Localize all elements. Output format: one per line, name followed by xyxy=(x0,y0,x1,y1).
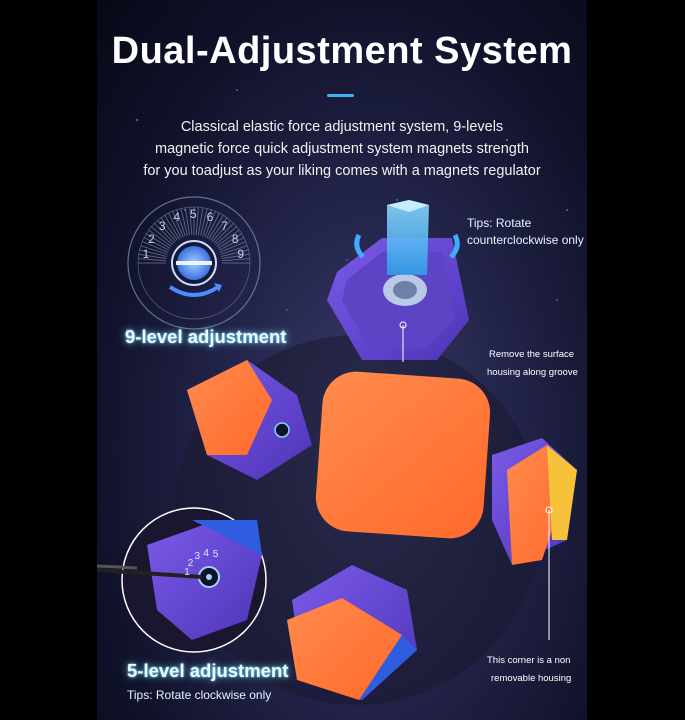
corner-note-line-2: removable housing xyxy=(491,673,572,684)
five-level-number-5: 5 xyxy=(212,549,219,561)
description-line-3: for you toadjust as your liking comes wi… xyxy=(143,163,541,179)
regulator-graphic xyxy=(327,200,469,362)
title-underline xyxy=(327,94,354,97)
dial-number-3: 3 xyxy=(158,218,166,233)
dial-number-5: 5 xyxy=(190,207,197,221)
five-level-number-4: 4 xyxy=(203,548,209,560)
dial-number-2: 2 xyxy=(148,231,155,246)
dial xyxy=(127,196,261,330)
center-piece xyxy=(315,371,491,539)
corner-note-line-1: This corner is a non xyxy=(487,655,571,666)
stars xyxy=(126,89,568,331)
page-title: Dual-Adjustment System xyxy=(111,30,573,72)
tips-counterclockwise: counterclockwise only xyxy=(467,233,584,247)
remove-note-line-1: Remove the surface xyxy=(489,349,575,360)
dial-number-4: 4 xyxy=(173,209,181,224)
description-line-1: Classical elastic force adjustment syste… xyxy=(180,119,504,135)
five-level-label: 5-level adjustment xyxy=(127,660,289,681)
dial-number-9: 9 xyxy=(237,247,245,262)
nine-level-label: 9-level adjustment xyxy=(125,326,287,347)
description-line-2: magnetic force quick adjustment system m… xyxy=(155,141,529,157)
artwork xyxy=(97,89,577,705)
five-level-zoom xyxy=(97,507,267,653)
tips-rotate: Tips: Rotate xyxy=(467,216,532,230)
five-level-tips: Tips: Rotate clockwise only xyxy=(127,688,272,702)
dial-number-1: 1 xyxy=(142,247,150,262)
bottom-corner-piece xyxy=(287,565,417,700)
five-level-number-1: 1 xyxy=(184,566,190,578)
five-level-number-2: 2 xyxy=(187,557,194,569)
five-level-number-3: 3 xyxy=(194,551,201,563)
remove-note-line-2: housing along groove xyxy=(487,367,578,378)
dial-number-6: 6 xyxy=(206,209,214,224)
dial-number-8: 8 xyxy=(231,231,239,246)
left-corner-piece xyxy=(187,360,312,480)
right-corner-piece xyxy=(492,438,577,640)
dial-number-7: 7 xyxy=(221,218,228,233)
